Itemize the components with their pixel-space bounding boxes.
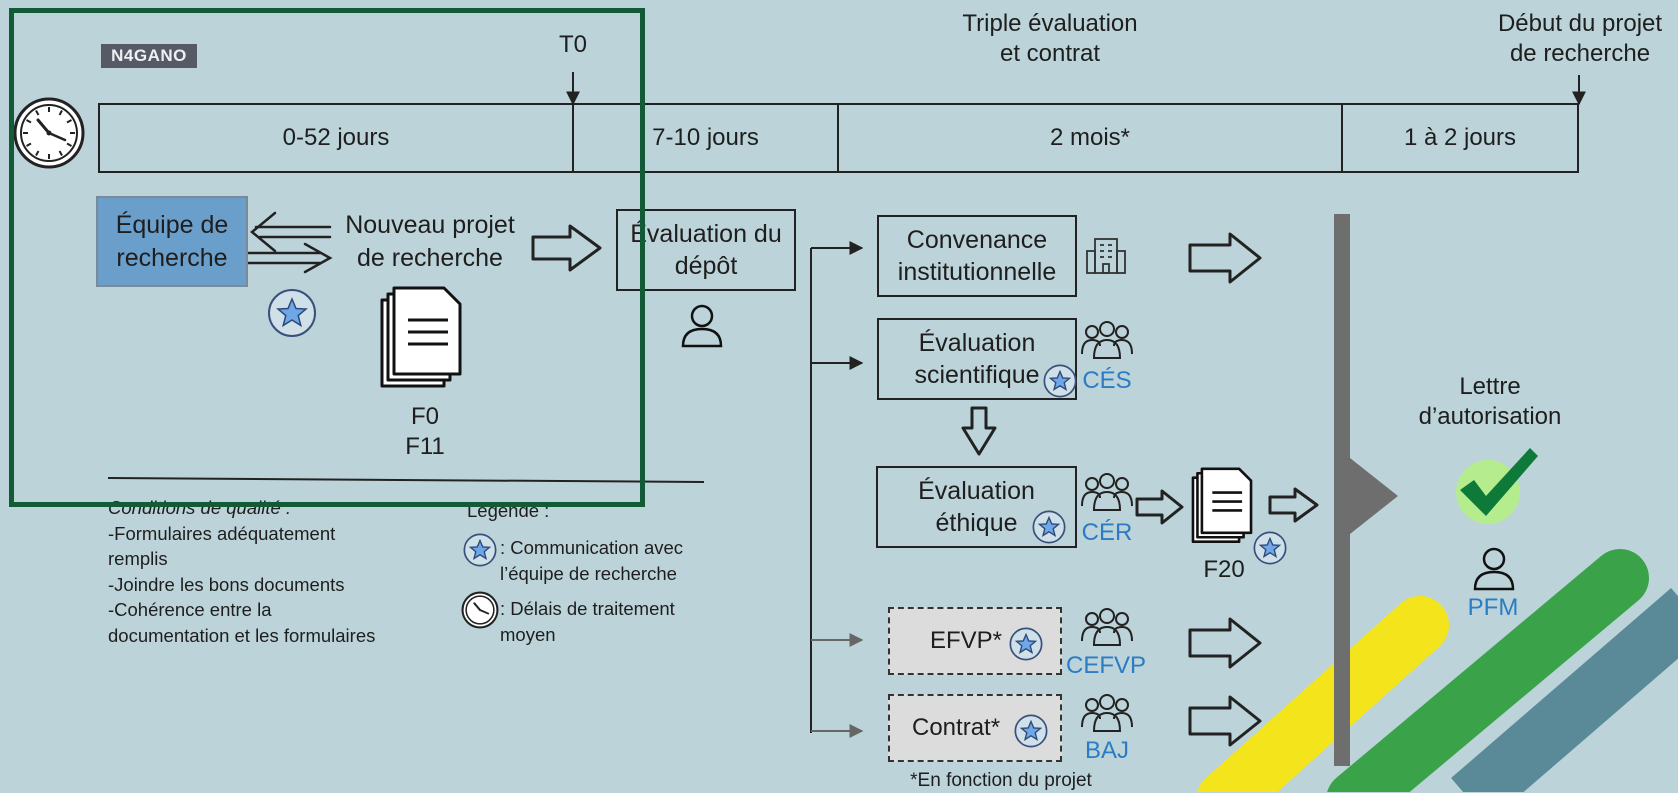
form-f11-label: F11 (405, 433, 445, 460)
triple-evaluation-title: Triple évaluation et contrat (900, 9, 1200, 69)
footnote: *En fonction du projet (910, 770, 1092, 791)
scientific-evaluation-box: Évaluation scientifique (877, 318, 1077, 400)
legend-star-line-1: : Communication avec (500, 537, 684, 558)
pfm-label: PFM (1467, 594, 1519, 621)
ethics-evaluation-line-2: éthique (935, 509, 1018, 537)
deposit-evaluation-box: Évaluation du dépôt (616, 209, 796, 291)
form-f20-label: F20 (1203, 556, 1245, 583)
efvp-committee: CEFVP (1065, 652, 1146, 679)
quality-conditions: Conditions de qualité : -Formulaires adé… (108, 495, 438, 648)
project-start-title: Début du projet de recherche (1470, 9, 1678, 69)
deposit-evaluation-line-1: Évaluation du (630, 219, 782, 248)
quality-divider (107, 477, 705, 483)
scientific-evaluation-line-1: Évaluation (918, 328, 1036, 357)
star-badge-icon (463, 533, 497, 567)
star-badge-icon (1009, 627, 1043, 661)
ethics-committee: CÉR (1081, 519, 1133, 546)
group-icon (1081, 473, 1133, 511)
ethics-evaluation-line-1: Évaluation (918, 476, 1035, 505)
timeline-phase-3: 2 mois* (837, 103, 1343, 173)
person-icon (1473, 547, 1515, 591)
hollow-arrow-icon (531, 224, 602, 272)
hollow-arrow-icon (1188, 232, 1262, 284)
deposit-evaluation-line-2: dépôt (674, 252, 738, 280)
legend-clock-text: : Délais de traitement moyen (500, 596, 710, 647)
star-badge-icon (268, 289, 316, 337)
star-badge-icon (1014, 714, 1048, 748)
research-team-line-1: Équipe de (115, 211, 229, 239)
building-icon (1086, 238, 1126, 274)
triple-evaluation-line-1: Triple évaluation (962, 10, 1138, 37)
form-f0-label: F0 (410, 403, 439, 430)
scientific-evaluation-line-2: scientifique (914, 361, 1040, 389)
group-icon (1081, 321, 1133, 359)
t0-label: T0 (558, 31, 587, 58)
triple-evaluation-line-2: et contrat (999, 40, 1101, 67)
legend-title: Légende : (467, 500, 550, 521)
institutional-fit-line-2: institutionnelle (897, 258, 1057, 286)
checkmark-icon (1456, 448, 1538, 524)
legend-clock-line-1: : Délais de traitement (500, 598, 675, 619)
authorization-letter-line-1: Lettre (1459, 373, 1521, 400)
star-badge-icon (1032, 510, 1066, 544)
star-badge-icon (1043, 364, 1077, 398)
timeline-phase-2-label: 7-10 jours (652, 124, 759, 152)
clock-icon (13, 97, 85, 169)
divider-bar (1334, 214, 1350, 766)
star-badge-icon (1253, 531, 1287, 565)
new-project-line-2: de recherche (357, 243, 503, 272)
timeline-phase-4-label: 1 à 2 jours (1403, 124, 1517, 152)
authorization-letter-line-2: d’autorisation (1418, 403, 1562, 430)
group-icon (1081, 694, 1133, 732)
clock-icon (461, 591, 499, 629)
efvp-label: EFVP* (930, 627, 1003, 655)
quality-title: Conditions de qualité : (108, 497, 292, 518)
quality-item: -Cohérence entre la (108, 599, 272, 621)
timeline-phase-1: 0-52 jours (98, 103, 574, 173)
new-project-label: Nouveau projet de recherche (330, 209, 530, 274)
contract-box: Contrat* (888, 694, 1062, 762)
research-team-box: Équipe de recherche (96, 196, 248, 287)
authorization-letter-title: Lettre d’autorisation (1390, 372, 1590, 432)
hollow-arrow-icon (1188, 695, 1262, 747)
person-icon (681, 304, 723, 348)
legend-clock-line-2: moyen (500, 623, 556, 645)
forms-f0-f11: F0 F11 (390, 402, 460, 462)
hollow-arrow-icon (961, 406, 997, 456)
brand-logo: N4GANO (101, 44, 197, 68)
legend-star-text: : Communication avec l’équipe de recherc… (500, 535, 710, 586)
exchange-arrows (246, 211, 333, 274)
divider-pointer (1350, 458, 1398, 534)
timeline-phase-1-label: 0-52 jours (282, 124, 390, 152)
hollow-arrow-icon (1188, 617, 1262, 669)
contract-label: Contrat* (912, 714, 1001, 742)
hollow-arrow-icon (1135, 489, 1184, 525)
group-icon (1081, 608, 1133, 646)
legend-star-line-2: l’équipe de recherche (500, 562, 677, 584)
quality-item: remplis (108, 548, 168, 570)
efvp-box: EFVP* (888, 607, 1062, 675)
documents-icon (380, 286, 462, 388)
quality-item: -Joindre les bons documents (108, 573, 345, 595)
research-team-line-2: recherche (116, 243, 228, 272)
project-start-line-1: Début du projet (1497, 10, 1663, 37)
scientific-committee: CÉS (1082, 367, 1132, 394)
timeline-phase-4: 1 à 2 jours (1341, 103, 1579, 173)
new-project-line-1: Nouveau projet (345, 211, 515, 239)
quality-item: documentation et les formulaires (108, 624, 376, 646)
hollow-arrow-icon (1268, 487, 1319, 523)
institutional-fit-box: Convenance institutionnelle (877, 215, 1077, 297)
project-start-line-2: de recherche (1509, 40, 1651, 67)
institutional-fit-line-1: Convenance (906, 225, 1048, 254)
contract-committee: BAJ (1084, 737, 1129, 764)
quality-item: -Formulaires adéquatement (108, 522, 336, 544)
timeline-phase-3-label: 2 mois* (1049, 124, 1131, 152)
documents-icon (1191, 467, 1253, 544)
